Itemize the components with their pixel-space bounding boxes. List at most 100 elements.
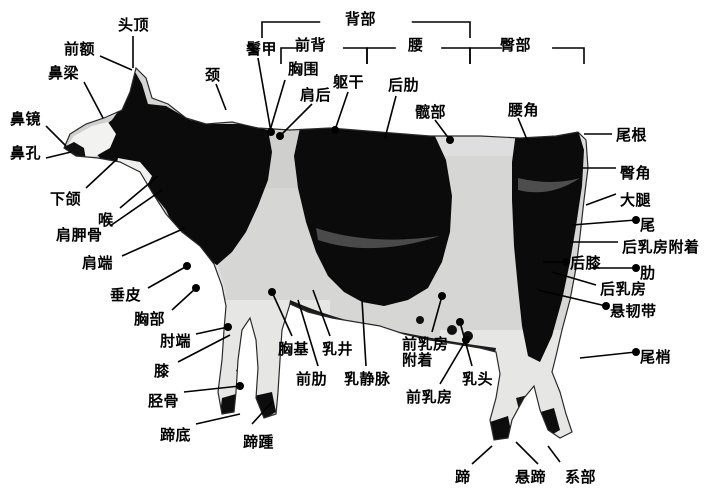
withers-line xyxy=(257,57,272,133)
part-label-suspensory-lig: 悬韧带 xyxy=(610,302,657,320)
part-label-hook-bone: 腰角 xyxy=(508,101,540,119)
stifle-line-point xyxy=(562,258,570,266)
cannon-line xyxy=(183,385,241,393)
tail-line xyxy=(571,219,637,226)
part-label-fore-udder-attach: 前乳房 附着 xyxy=(402,335,449,369)
hook-bone-line xyxy=(517,117,529,143)
rump-bracket xyxy=(469,47,585,64)
hip-area-line-point xyxy=(446,136,454,144)
part-label-trunk: 躯干 xyxy=(333,73,365,91)
teat-line-point xyxy=(456,318,464,326)
part-label-nose-bridge: 鼻梁 xyxy=(48,64,80,82)
part-label-hip-area: 髋部 xyxy=(415,103,447,121)
fore-udder-attach-ln xyxy=(431,295,443,333)
fore-rib-line xyxy=(297,299,319,367)
neck-line xyxy=(215,83,227,111)
part-label-rib: 肋 xyxy=(640,264,656,282)
part-label-milk-vein: 乳静脉 xyxy=(344,370,391,388)
cannon-line-point xyxy=(236,382,244,390)
part-label-elbow-point: 肘端 xyxy=(160,332,192,350)
part-label-knee: 膝 xyxy=(154,362,170,380)
part-label-rear-udder: 后乳房 xyxy=(600,280,647,298)
shoulder-point-line xyxy=(121,227,186,257)
part-label-tail-switch: 尾梢 xyxy=(640,348,672,366)
part-label-pastern: 系部 xyxy=(565,468,597,486)
knee-line xyxy=(177,334,231,363)
muzzle-line xyxy=(45,125,67,147)
part-label-tail-head: 尾根 xyxy=(616,126,648,144)
dewlap-line xyxy=(147,265,188,289)
part-label-poll: 头顶 xyxy=(118,16,150,34)
part-label-neck: 颈 xyxy=(205,66,221,84)
part-label-teat: 乳头 xyxy=(462,370,494,388)
part-label-rear-udder-attach: 后乳房附着 xyxy=(622,238,700,256)
dewlap-line-point xyxy=(183,262,191,270)
part-label-fore-rib: 前肋 xyxy=(296,370,328,388)
part-label-heel: 蹄踵 xyxy=(243,433,275,451)
holstein-black-patches xyxy=(64,70,584,440)
chest-girth-line xyxy=(268,79,286,135)
bracket-group xyxy=(261,21,585,64)
part-label-behind-shoulder: 肩后 xyxy=(300,86,332,104)
fore-udder-line xyxy=(439,339,467,385)
part-label-throat: 喉 xyxy=(98,211,114,229)
elbow-line-point xyxy=(224,323,232,331)
behind-shoulder-line-point xyxy=(276,132,284,140)
part-label-hoof-sole: 蹄底 xyxy=(160,426,192,444)
trunk-line xyxy=(334,91,349,131)
nose-bridge-line xyxy=(83,81,104,119)
part-label-withers: 鬐甲 xyxy=(246,40,278,58)
tail-line-point xyxy=(632,216,640,224)
fore-udder-line-point xyxy=(462,336,470,344)
rear-rib-line xyxy=(384,95,397,139)
part-label-milk-well: 乳井 xyxy=(322,340,354,358)
milk-vein-line xyxy=(361,299,367,367)
hoof-line xyxy=(471,445,493,465)
tail-switch-line-point xyxy=(632,348,640,356)
part-label-forehead: 前额 xyxy=(64,40,96,58)
part-label-dew-claw: 悬蹄 xyxy=(515,468,547,486)
scapula-line xyxy=(109,189,163,227)
chest-floor-line-point xyxy=(268,288,276,296)
part-label-dewlap: 垂皮 xyxy=(110,286,142,304)
part-label-shoulder-point: 肩端 xyxy=(82,254,114,272)
rear-udder-line xyxy=(551,271,597,286)
back-bracket xyxy=(261,21,471,38)
throat-line xyxy=(119,175,159,209)
thigh-line xyxy=(585,193,617,206)
nostril-line xyxy=(45,151,72,159)
pastern-line-a xyxy=(547,445,561,463)
part-label-rear-rib: 后肋 xyxy=(388,76,420,94)
part-label-thigh: 大腿 xyxy=(620,191,652,209)
hoof-sole-line xyxy=(195,413,241,425)
behind-shoulder-line xyxy=(279,103,313,137)
part-label-nostril: 鼻孔 xyxy=(10,144,42,162)
part-label-brisket: 胸部 xyxy=(134,310,166,328)
rib-line-point xyxy=(632,264,640,272)
part-label-chest-girth: 胸围 xyxy=(288,60,320,78)
suspensory-line-point xyxy=(602,302,610,310)
brisket-line xyxy=(171,287,197,311)
dew-claw-line xyxy=(515,441,539,465)
chest-floor-line xyxy=(271,291,293,337)
tail-switch-line xyxy=(579,351,637,359)
elbow-line xyxy=(195,326,229,335)
loin-bracket-label: 腰 xyxy=(408,36,424,54)
trunk-line-point xyxy=(331,126,339,134)
part-label-hoof: 蹄 xyxy=(455,468,471,486)
part-label-muzzle: 鼻镜 xyxy=(10,110,42,128)
part-label-tail: 尾 xyxy=(640,216,656,234)
part-label-scapula: 肩胛骨 xyxy=(56,226,103,244)
part-label-fore-udder: 前乳房 xyxy=(406,388,453,406)
front-back-bracket-label: 前背 xyxy=(295,36,327,54)
fore-udder-attach-ln-point xyxy=(438,292,446,300)
forehead-line xyxy=(99,55,133,71)
back-bracket-label: 背部 xyxy=(345,10,377,28)
lower-jaw-line xyxy=(85,159,117,189)
part-label-cannon-bone: 胫骨 xyxy=(148,392,180,410)
milk-well-line xyxy=(312,289,331,337)
suspensory-line xyxy=(537,289,607,307)
